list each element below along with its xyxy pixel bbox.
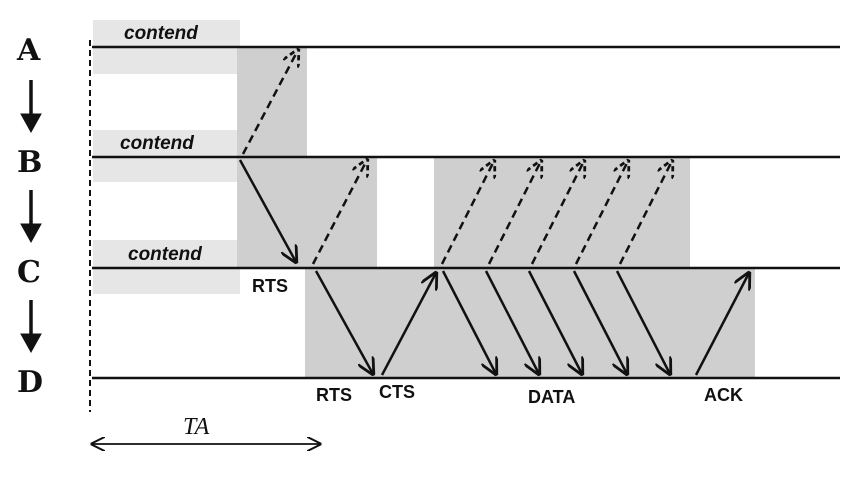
down-arrow-icon (20, 80, 42, 134)
contend-label-c: contend (128, 244, 202, 265)
arrow-c-to-b-dashed (311, 160, 367, 265)
down-arrow-icon (20, 190, 42, 244)
shade-b-c-data (434, 157, 690, 267)
arrow-d-to-c-cts (380, 273, 436, 376)
arrow-c-to-d-data-3 (527, 270, 582, 374)
node-label-a: A (16, 33, 41, 68)
msg-label-cts: CTS (379, 382, 415, 402)
down-arrow-icon (20, 300, 42, 354)
msg-label-rts-c: RTS (252, 276, 288, 296)
node-label-d: D (17, 365, 43, 400)
shade-c-d-exchange (305, 268, 755, 378)
contend-label-a: contend (124, 23, 198, 44)
arrow-d-to-c-ack (694, 273, 749, 376)
arrow-c-to-d-data-2 (484, 270, 539, 374)
node-label-c: C (17, 255, 41, 290)
arrow-c-to-d-data-4 (572, 270, 627, 374)
arrow-c-to-b-dashed-2 (487, 161, 541, 265)
arrow-b-to-c-rts (238, 159, 296, 262)
arrow-b-to-a-dashed (241, 50, 298, 155)
arrow-c-to-b-dashed-3 (530, 161, 584, 265)
arrow-c-to-b-dashed-1 (440, 161, 494, 265)
msg-label-ack: ACK (704, 385, 743, 405)
arrow-c-to-d-rts (314, 270, 373, 374)
ta-label: TA (183, 414, 210, 440)
node-label-b: B (17, 145, 42, 180)
arrow-c-to-b-dashed-5 (618, 161, 672, 265)
shade-b-c-rts (237, 157, 377, 267)
arrow-c-to-d-data-5 (615, 270, 670, 374)
shade-a-b-rts (237, 48, 307, 156)
arrow-c-to-b-dashed-4 (574, 161, 628, 265)
contend-label-b: contend (120, 133, 194, 154)
msg-label-data: DATA (528, 387, 575, 407)
arrow-c-to-d-data-1 (441, 270, 496, 374)
msg-label-rts-d: RTS (316, 385, 352, 405)
